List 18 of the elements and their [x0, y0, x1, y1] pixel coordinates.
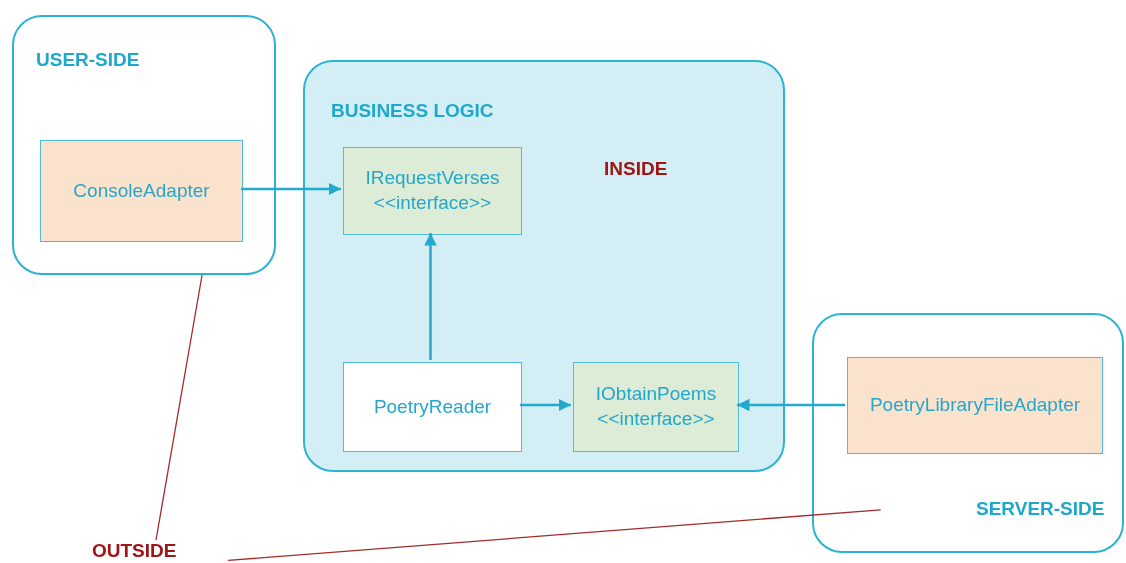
- container-heading: SERVER-SIDE: [976, 498, 1105, 520]
- outside-label: OUTSIDE: [92, 540, 177, 562]
- box-label: IRequestVerses <<interface>>: [364, 166, 501, 215]
- box-label: ConsoleAdapter: [72, 178, 211, 203]
- box-label: PoetryLibraryFileAdapter: [868, 393, 1082, 418]
- class-box: [343, 362, 522, 452]
- container-heading: BUSINESS LOGIC: [331, 100, 494, 122]
- interface-box: [343, 147, 522, 235]
- adapter-box: [847, 357, 1103, 454]
- user-side-container: [12, 15, 276, 275]
- server-side-container: [812, 313, 1124, 553]
- box-label: IObtainPoems <<interface>>: [594, 382, 718, 431]
- container-heading: USER-SIDE: [36, 49, 140, 71]
- region-label: INSIDE: [604, 158, 668, 180]
- box-label: PoetryReader: [372, 394, 493, 419]
- adapter-box: [40, 140, 243, 242]
- interface-box: [573, 362, 739, 452]
- business-logic-container: [303, 60, 785, 472]
